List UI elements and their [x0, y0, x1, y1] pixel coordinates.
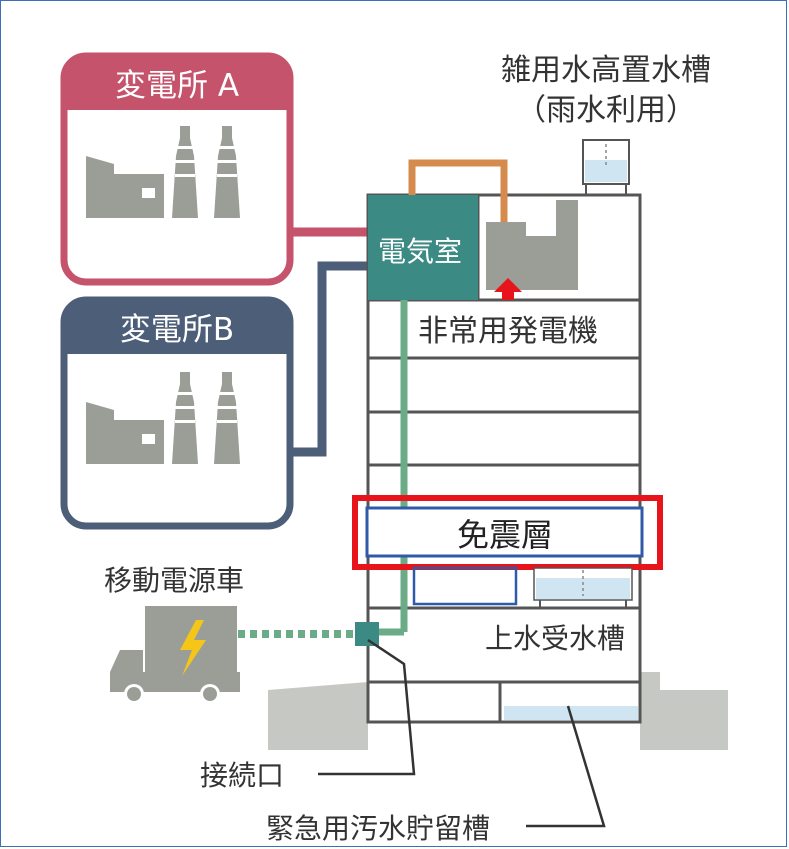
water-receiving-tank — [533, 567, 633, 608]
substation-b-label: 変電所B — [120, 312, 234, 348]
rain-tank-label-line2: （雨水利用） — [516, 93, 696, 128]
ground — [268, 682, 368, 750]
substation-b: 変電所B — [60, 296, 294, 530]
substation-a: 変電所 A — [60, 52, 294, 286]
leader-sewage-tank — [526, 705, 606, 828]
connection-port-label: 接続口 — [200, 759, 284, 792]
truck-icon — [110, 606, 240, 704]
emergency-generator-unit — [486, 200, 578, 290]
emergency-sewage-tank-label: 緊急用汚水貯留槽 — [266, 812, 490, 845]
lightning-bolt-icon — [180, 620, 206, 676]
water-pipe — [408, 159, 508, 222]
seismic-layer-label: 免震層 — [457, 516, 553, 554]
connection-port — [355, 622, 379, 646]
equipment-box-outline — [412, 566, 518, 606]
substation-a-label: 変電所 A — [115, 68, 239, 104]
ground-right — [640, 672, 728, 750]
seismic-layer-box — [365, 506, 644, 558]
emergency-generator-label: 非常用発電機 — [418, 314, 598, 349]
arrow-up-icon — [494, 278, 522, 300]
electrical-room — [368, 195, 478, 300]
rooftop-rain-tank — [582, 139, 630, 195]
mobile-power-vehicle-label: 移動電源車 — [104, 564, 244, 597]
electrical-room-label: 電気室 — [378, 235, 462, 268]
rain-tank-label-line1: 雑用水高置水槽 — [501, 53, 711, 88]
power-line-b — [290, 261, 368, 457]
water-receiving-tank-label: 上水受水槽 — [485, 622, 625, 655]
leader-connection-port — [318, 638, 416, 776]
